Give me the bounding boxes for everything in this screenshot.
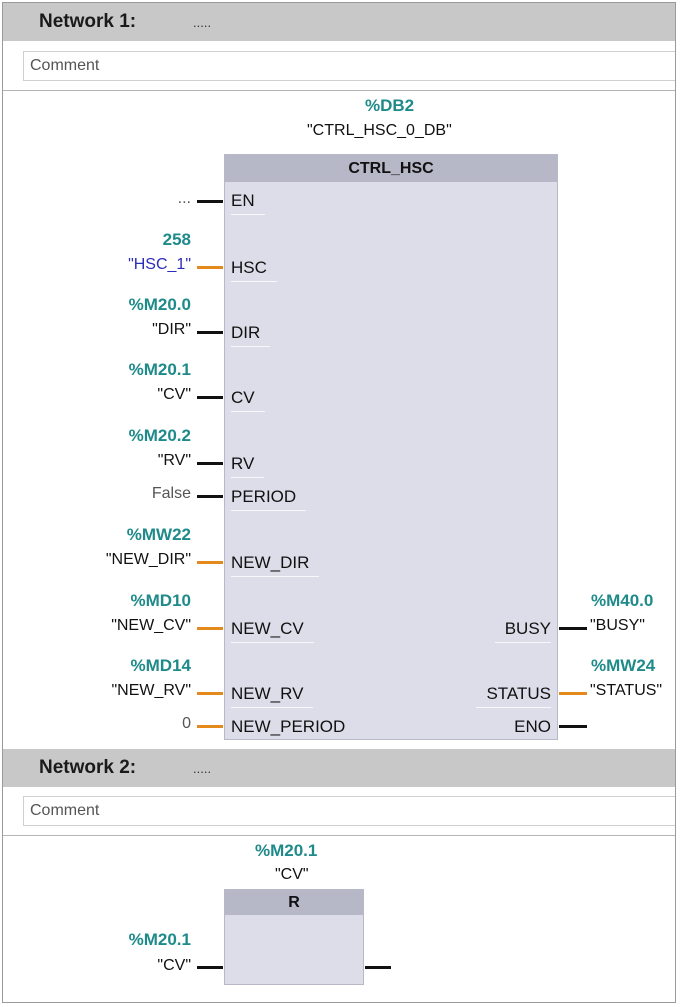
reset-input-address[interactable]: %M20.1 bbox=[128, 930, 191, 949]
pin-status[interactable]: STATUS bbox=[476, 684, 551, 708]
network-1-dots: ..... bbox=[193, 15, 212, 30]
network-1-header[interactable]: Network 1: ..... bbox=[3, 3, 675, 41]
network-2-comment[interactable]: Comment bbox=[23, 796, 675, 826]
pin-hsc[interactable]: HSC bbox=[231, 258, 277, 282]
operand-new-cv-symbol[interactable]: "NEW_CV" bbox=[111, 617, 191, 634]
wire-new-dir bbox=[197, 561, 223, 564]
wire-en bbox=[197, 200, 223, 203]
network-1-title: Network 1: bbox=[39, 11, 137, 32]
instance-db-address[interactable]: %DB2 bbox=[365, 96, 415, 115]
operand-new-dir-symbol[interactable]: "NEW_DIR" bbox=[105, 551, 191, 568]
operand-cv-address[interactable]: %M20.1 bbox=[128, 360, 191, 379]
network-2-separator bbox=[3, 835, 675, 836]
pin-busy[interactable]: BUSY bbox=[494, 619, 552, 643]
operand-busy-symbol[interactable]: "BUSY" bbox=[590, 617, 645, 634]
pin-dir[interactable]: DIR bbox=[231, 323, 271, 347]
wire-eno bbox=[559, 725, 587, 728]
wire-period bbox=[197, 495, 223, 498]
network-2-header[interactable]: Network 2: ..... bbox=[3, 749, 675, 787]
wire-cv bbox=[197, 396, 223, 399]
network-1-comment[interactable]: Comment bbox=[23, 51, 675, 81]
operand-busy-address[interactable]: %M40.0 bbox=[591, 591, 654, 610]
operand-dir-symbol[interactable]: "DIR" bbox=[152, 321, 191, 338]
reset-block[interactable]: R bbox=[224, 889, 364, 985]
network-1-separator bbox=[3, 90, 675, 91]
wire-busy bbox=[559, 627, 587, 630]
operand-status-symbol[interactable]: "STATUS" bbox=[590, 682, 663, 699]
operand-cv-symbol[interactable]: "CV" bbox=[157, 386, 191, 403]
pin-eno[interactable]: ENO bbox=[504, 717, 551, 741]
pin-new-dir[interactable]: NEW_DIR bbox=[231, 553, 320, 577]
operand-new-rv-symbol[interactable]: "NEW_RV" bbox=[111, 682, 191, 699]
operand-rv-symbol[interactable]: "RV" bbox=[157, 452, 191, 469]
operand-new-dir-address[interactable]: %MW22 bbox=[126, 525, 191, 544]
wire-status bbox=[559, 692, 587, 695]
wire-hsc bbox=[197, 266, 223, 269]
ctrl-hsc-block-title: CTRL_HSC bbox=[225, 155, 557, 182]
operand-status-address[interactable]: %MW24 bbox=[591, 656, 656, 675]
wire-dir bbox=[197, 331, 223, 334]
wire-new-period bbox=[197, 725, 223, 728]
pin-rv[interactable]: RV bbox=[231, 454, 265, 478]
reset-block-title: R bbox=[225, 890, 363, 915]
coil-address[interactable]: %M20.1 bbox=[255, 841, 318, 860]
pin-en[interactable]: EN bbox=[231, 191, 265, 215]
operand-new-cv-address[interactable]: %MD10 bbox=[130, 591, 191, 610]
wire-reset-out bbox=[365, 966, 391, 969]
ctrl-hsc-block[interactable]: CTRL_HSC bbox=[224, 154, 558, 740]
network-2-dots: ..... bbox=[193, 761, 212, 776]
operand-period-symbol[interactable]: False bbox=[151, 485, 191, 502]
pin-new-period[interactable]: NEW_PERIOD bbox=[231, 717, 356, 741]
coil-symbol[interactable]: "CV" bbox=[275, 866, 309, 883]
network-1-comment-text: Comment bbox=[30, 57, 100, 74]
wire-new-rv bbox=[197, 692, 223, 695]
network-2-comment-text: Comment bbox=[30, 802, 100, 819]
pin-new-rv[interactable]: NEW_RV bbox=[231, 684, 314, 708]
operand-rv-address[interactable]: %M20.2 bbox=[128, 426, 191, 445]
operand-new-period-symbol[interactable]: 0 bbox=[182, 715, 191, 732]
reset-input-symbol[interactable]: "CV" bbox=[157, 957, 191, 974]
network-2-title: Network 2: bbox=[39, 757, 137, 778]
wire-reset-in bbox=[197, 966, 223, 969]
wire-rv bbox=[197, 462, 223, 465]
pin-new-cv[interactable]: NEW_CV bbox=[231, 619, 314, 643]
wire-new-cv bbox=[197, 627, 223, 630]
operand-hsc-address[interactable]: 258 bbox=[162, 230, 191, 249]
instance-db-name[interactable]: "CTRL_HSC_0_DB" bbox=[307, 122, 452, 139]
pin-cv[interactable]: CV bbox=[231, 388, 265, 412]
operand-hsc-symbol[interactable]: "HSC_1" bbox=[128, 256, 191, 273]
operand-dir-address[interactable]: %M20.0 bbox=[128, 295, 191, 314]
pin-period[interactable]: PERIOD bbox=[231, 487, 307, 511]
operand-new-rv-address[interactable]: %MD14 bbox=[130, 656, 191, 675]
operand-en-symbol[interactable]: ... bbox=[177, 190, 191, 207]
